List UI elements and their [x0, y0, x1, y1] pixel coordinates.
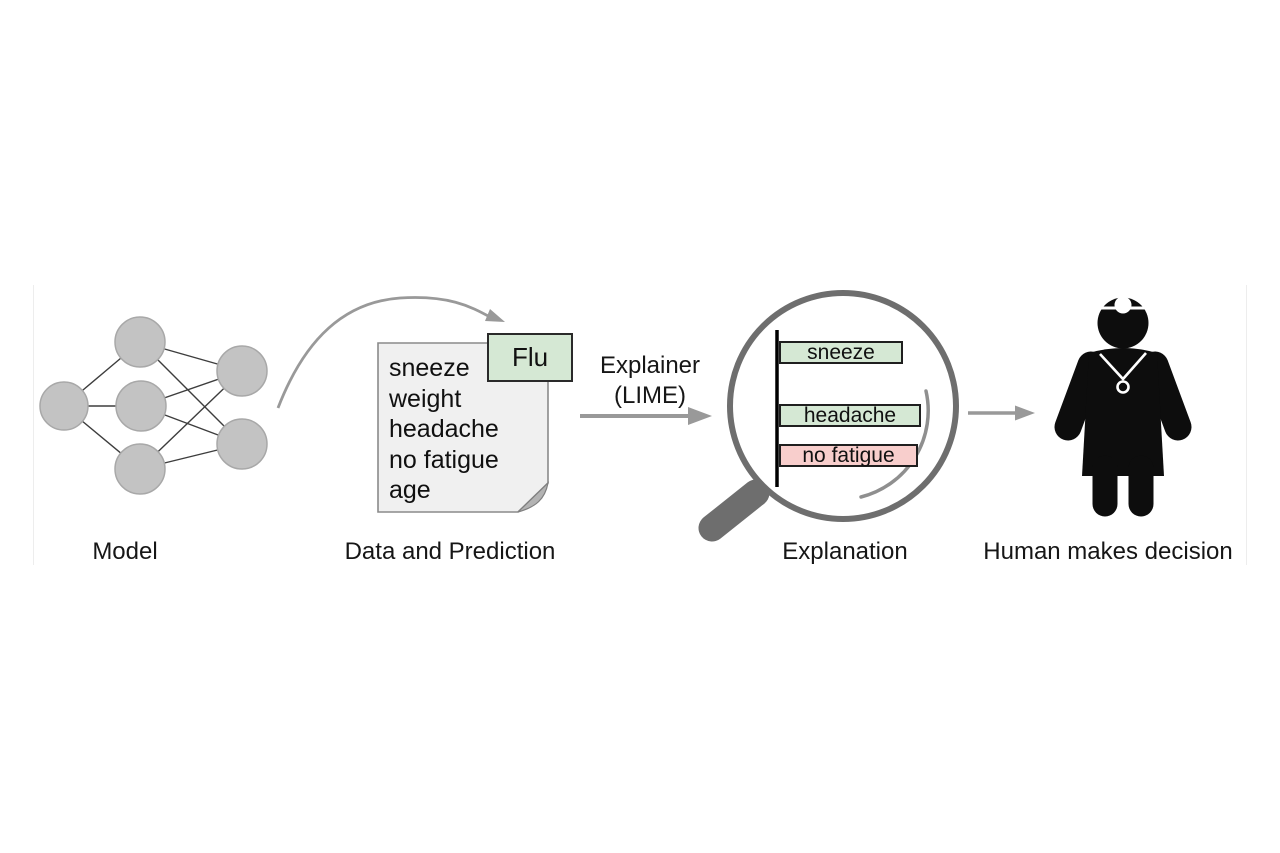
note-fold: [517, 481, 549, 513]
doctor-coat: [1082, 348, 1164, 476]
network-node: [114, 443, 166, 495]
explainer-line1: Explainer: [599, 352, 701, 379]
explainer-arrow: [580, 407, 712, 425]
human-makes-decision-label: Human makes decision: [983, 538, 1233, 565]
doctor-right-arm: [1141, 351, 1192, 441]
head-mirror-icon: [1114, 296, 1132, 314]
doctor-head: [1097, 297, 1149, 349]
data-and-prediction-label: Data and Prediction: [344, 538, 556, 565]
explainer-line2: (LIME): [614, 382, 686, 409]
doctor-icon: [1054, 296, 1192, 517]
network-node: [115, 380, 167, 432]
network-node: [216, 418, 268, 470]
note-line: sneeze: [389, 354, 470, 382]
network-node: [39, 381, 89, 431]
network-node: [216, 345, 268, 397]
magnifier-handle: [698, 479, 770, 542]
stethoscope-cord: [1099, 352, 1147, 381]
model-to-data-arrow: [276, 296, 505, 409]
note-line: weight: [389, 384, 462, 413]
note-line: age: [389, 476, 431, 504]
note-paper: [377, 342, 549, 513]
stethoscope-icon: [1116, 380, 1130, 394]
explainer-label: Explainer (LIME): [600, 351, 700, 411]
model-label: Model: [92, 538, 158, 565]
note-symptom-list: sneeze weight headache no fatigue age: [389, 353, 499, 506]
neural-network-icon: [39, 316, 268, 495]
doctor-left-arm: [1054, 351, 1105, 441]
prediction-badge: Flu: [487, 333, 573, 382]
network-node: [114, 316, 166, 368]
note-line: no fatigue: [389, 445, 499, 474]
explanation-label: Explanation: [782, 538, 908, 565]
explanation-bar: headache: [779, 404, 921, 427]
explanation-bar: no fatigue: [779, 444, 918, 467]
explanation-bar: sneeze: [779, 341, 903, 364]
explanation-to-human-arrow: [968, 405, 1035, 421]
note-line: headache: [389, 415, 499, 443]
